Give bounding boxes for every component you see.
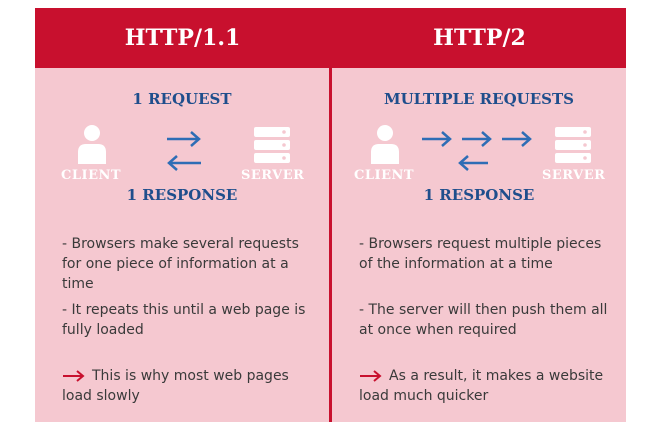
http1-conclusion: This is why most web pages load slowly	[62, 366, 317, 406]
long-arrow-right-icon	[360, 370, 382, 382]
server-icon	[555, 127, 591, 163]
http2-conclusion-text: As a result, it makes a website load muc…	[359, 368, 604, 404]
http2-client-label: CLIENT	[354, 168, 415, 183]
comparison-infographic: HTTP/1.1 HTTP/2 1 REQUEST CLIENT SERVER …	[35, 8, 626, 422]
http1-bullet-2: - It repeats this until a web page is fu…	[62, 302, 306, 338]
arrow-left-icon	[167, 155, 201, 171]
person-icon	[78, 125, 106, 164]
http1-response-label: 1 RESPONSE	[126, 186, 238, 204]
http1-server-label: SERVER	[241, 168, 305, 183]
arrow-right-icon	[422, 131, 452, 147]
panel-divider	[329, 68, 332, 422]
http2-panel: MULTIPLE REQUESTS CLIENT	[332, 68, 626, 422]
arrow-right-icon	[462, 131, 492, 147]
http1-client-label: CLIENT	[61, 168, 122, 183]
http2-bullet-1: - Browsers request multiple pieces of th…	[359, 236, 602, 272]
server-icon	[254, 127, 290, 163]
long-arrow-right-icon	[63, 370, 85, 382]
http1-bullet-1: - Browsers make several requests for one…	[62, 236, 299, 292]
arrow-left-icon	[458, 155, 488, 171]
header-bar: HTTP/1.1 HTTP/2	[35, 8, 626, 68]
http2-server-label: SERVER	[542, 168, 606, 183]
http1-request-label: 1 REQUEST	[132, 90, 232, 108]
person-icon	[371, 125, 399, 164]
http2-title: HTTP/2	[433, 25, 526, 51]
arrow-right-icon	[167, 131, 201, 147]
http2-bullet-2: - The server will then push them all at …	[359, 302, 608, 338]
http1-title: HTTP/1.1	[124, 25, 241, 51]
http1-conclusion-text: This is why most web pages load slowly	[62, 368, 289, 404]
http1-panel: 1 REQUEST CLIENT SERVER 1 RESPONSE - Bro…	[35, 68, 329, 422]
http2-response-label: 1 RESPONSE	[423, 186, 535, 204]
http2-request-label: MULTIPLE REQUESTS	[384, 90, 574, 108]
arrow-right-icon	[502, 131, 532, 147]
http2-conclusion: As a result, it makes a website load muc…	[359, 366, 614, 406]
